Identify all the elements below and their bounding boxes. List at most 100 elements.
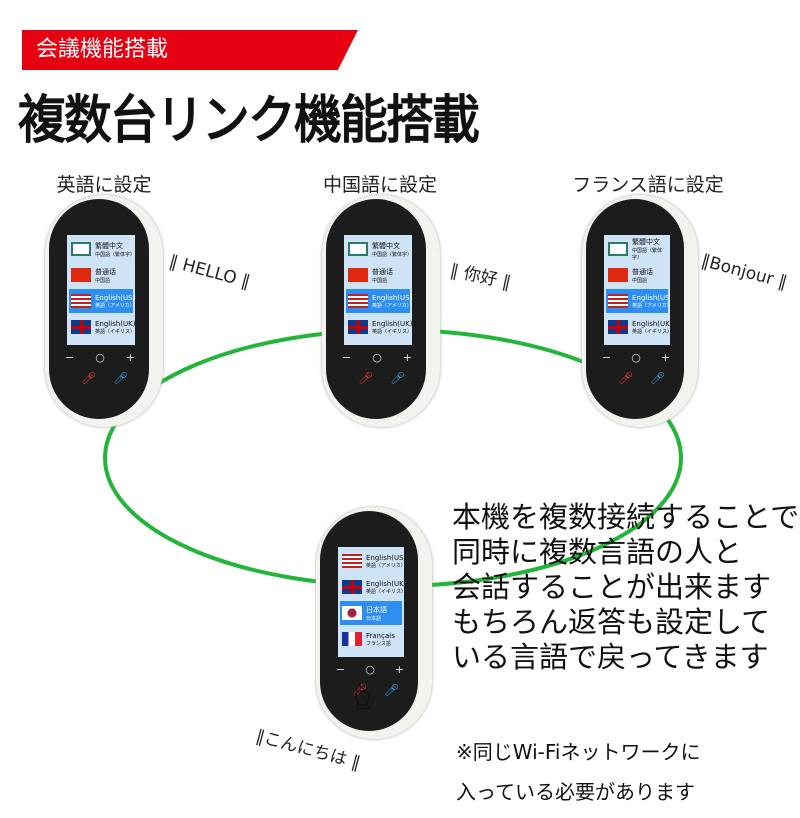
language-name: English(US) bbox=[366, 553, 404, 562]
flag-us-icon bbox=[71, 294, 91, 308]
mic-red-icon[interactable]: 🎤︎ bbox=[618, 371, 634, 385]
language-label: 繁體中文中国語（繁体字） bbox=[95, 241, 135, 258]
select-button[interactable]: ○ bbox=[365, 663, 375, 676]
description-line: 同時に複数言語の人と bbox=[452, 535, 743, 569]
language-label: English(UK)英語（イギリス） bbox=[366, 580, 404, 595]
language-name: Français bbox=[366, 631, 395, 640]
mic-blue-icon[interactable]: 🎤︎ bbox=[650, 371, 666, 385]
language-label: 普通话中国語 bbox=[95, 267, 116, 284]
language-item[interactable]: 繁體中文中国語（繁体字） bbox=[346, 237, 412, 261]
plus-button[interactable]: + bbox=[660, 351, 670, 364]
note-line: ※同じWi-Fiネットワークに bbox=[456, 740, 701, 764]
language-item[interactable]: English(UK)英語（イギリス） bbox=[340, 575, 404, 599]
language-name: 普通话 bbox=[372, 267, 393, 276]
language-label: 繁體中文中国語（繁体字） bbox=[632, 237, 668, 261]
language-label: English(US)英語（アメリカ） bbox=[372, 294, 412, 309]
language-item[interactable]: English(US)英語（アメリカ） bbox=[69, 289, 135, 313]
language-item[interactable]: 繁體中文中国語（繁体字） bbox=[606, 237, 668, 261]
device-face: 繁體中文中国語（繁体字） 普通话中国語 English(US)英語（アメリカ） Eng… bbox=[49, 199, 149, 419]
language-item[interactable]: English(US)英語（アメリカ） bbox=[340, 549, 404, 573]
mic-blue-icon[interactable]: 🎤︎ bbox=[113, 371, 129, 385]
language-item[interactable]: 日本語 bbox=[346, 341, 410, 345]
language-name: English(UK) bbox=[372, 319, 412, 328]
mic-red-icon[interactable]: 🎤︎ bbox=[352, 683, 368, 697]
language-name: 普通话 bbox=[95, 267, 116, 276]
language-item[interactable]: 日本語 bbox=[69, 341, 133, 345]
flag-us-icon bbox=[608, 294, 628, 308]
language-label: English(UK)英語（イギリス） bbox=[95, 320, 135, 335]
language-subname: 中国語（繁体字） bbox=[95, 251, 135, 258]
device-face: 繁體中文中国語（繁体字） 普通话中国語 English(US)英語（アメリカ） Eng… bbox=[586, 199, 684, 419]
select-button[interactable]: ○ bbox=[372, 351, 382, 364]
language-label: English(UK)英語（イギリス） bbox=[632, 320, 670, 335]
language-subname: 英語（アメリカ） bbox=[366, 562, 404, 569]
language-item[interactable]: English(UK)英語（イギリス） bbox=[346, 315, 412, 339]
language-label: 普通话中国語 bbox=[632, 267, 653, 284]
language-name: 繁體中文 bbox=[95, 241, 123, 250]
flag-cn-icon bbox=[348, 268, 368, 282]
description: 本機を複数接続することで 同時に複数言語の人と 会話することが出来ます もちろん… bbox=[452, 500, 799, 675]
flag-uk-icon bbox=[342, 580, 362, 594]
language-name: English(US) bbox=[372, 293, 412, 302]
language-label: English(US)英語（アメリカ） bbox=[366, 554, 404, 569]
feature-badge: 会議機能搭載 bbox=[22, 30, 358, 70]
language-item[interactable]: 普通话中国語 bbox=[606, 263, 668, 287]
select-button[interactable]: ○ bbox=[631, 351, 641, 364]
plus-button[interactable]: + bbox=[402, 351, 412, 364]
flag-us-icon bbox=[348, 294, 368, 308]
flag-trad-icon bbox=[71, 242, 91, 256]
plus-button[interactable]: + bbox=[394, 663, 404, 676]
language-label: English(US)英語（アメリカ） bbox=[632, 294, 670, 309]
language-subname: 中国語 bbox=[372, 277, 388, 284]
mic-red-icon[interactable]: 🎤︎ bbox=[81, 371, 97, 385]
translator-device: 繁體中文中国語（繁体字） 普通话中国語 English(US)英語（アメリカ） Eng… bbox=[45, 195, 163, 427]
page-title: 複数台リンク機能搭載 bbox=[18, 91, 480, 151]
flag-uk-icon bbox=[608, 320, 628, 334]
mic-red-icon[interactable]: 🎤︎ bbox=[358, 371, 374, 385]
device-screen: 繁體中文中国語（繁体字） 普通话中国語 English(US)英語（アメリカ） Eng… bbox=[604, 235, 670, 345]
mic-blue-icon[interactable]: 🎤︎ bbox=[390, 371, 406, 385]
language-subname: 英語（イギリス） bbox=[366, 588, 404, 595]
select-button[interactable]: ○ bbox=[95, 351, 105, 364]
language-name: 普通话 bbox=[632, 267, 653, 276]
flag-trad-icon bbox=[348, 242, 368, 256]
language-item[interactable]: English(UK)英語（イギリス） bbox=[606, 315, 670, 339]
mic-blue-icon[interactable]: 🎤︎ bbox=[384, 683, 400, 697]
language-item[interactable]: English(US)英語（アメリカ） bbox=[606, 289, 670, 313]
minus-button[interactable]: − bbox=[342, 351, 352, 364]
language-item[interactable]: English(US)英語（アメリカ） bbox=[346, 289, 412, 313]
caption-chinese: 中国語に設定 bbox=[322, 174, 437, 196]
description-line: 本機を複数接続することで bbox=[452, 500, 800, 534]
language-item[interactable]: 日本語 bbox=[606, 341, 668, 345]
wifi-note: ※同じWi-Fiネットワークに 入っている必要があります bbox=[456, 732, 700, 812]
device-controls: − ○ + bbox=[602, 351, 670, 364]
language-name: English(UK) bbox=[95, 319, 135, 328]
language-subname: フランス語 bbox=[366, 640, 391, 647]
language-item[interactable]: 普通话中国語 bbox=[346, 263, 410, 287]
note-line: 入っている必要があります bbox=[456, 780, 695, 804]
caption-french: フランス語に設定 bbox=[572, 174, 724, 196]
language-item[interactable]: 日本語日本語 bbox=[340, 601, 402, 625]
translator-device: English(US)英語（アメリカ） English(UK)英語（イギリス） 日本… bbox=[316, 507, 432, 739]
language-label: English(US)英語（アメリカ） bbox=[95, 294, 135, 309]
minus-button[interactable]: − bbox=[336, 663, 346, 676]
minus-button[interactable]: − bbox=[602, 351, 612, 364]
plus-button[interactable]: + bbox=[125, 351, 135, 364]
language-item[interactable]: 普通话中国語 bbox=[69, 263, 133, 287]
language-item[interactable]: 繁體中文中国語（繁体字） bbox=[69, 237, 135, 261]
language-name: 繁體中文 bbox=[632, 238, 660, 246]
language-name: English(UK) bbox=[632, 319, 670, 328]
flag-cn-icon bbox=[608, 268, 628, 282]
language-name: 日本語 bbox=[366, 605, 387, 614]
flag-us-icon bbox=[342, 554, 362, 568]
language-item[interactable]: English(UK)英語（イギリス） bbox=[69, 315, 135, 339]
language-subname: 中国語（繁体字） bbox=[372, 251, 412, 258]
flag-jp-icon bbox=[342, 606, 362, 620]
device-controls: − ○ + bbox=[342, 351, 412, 364]
language-label: 普通话中国語 bbox=[372, 267, 393, 284]
device-controls: − ○ + bbox=[65, 351, 135, 364]
minus-button[interactable]: − bbox=[65, 351, 75, 364]
